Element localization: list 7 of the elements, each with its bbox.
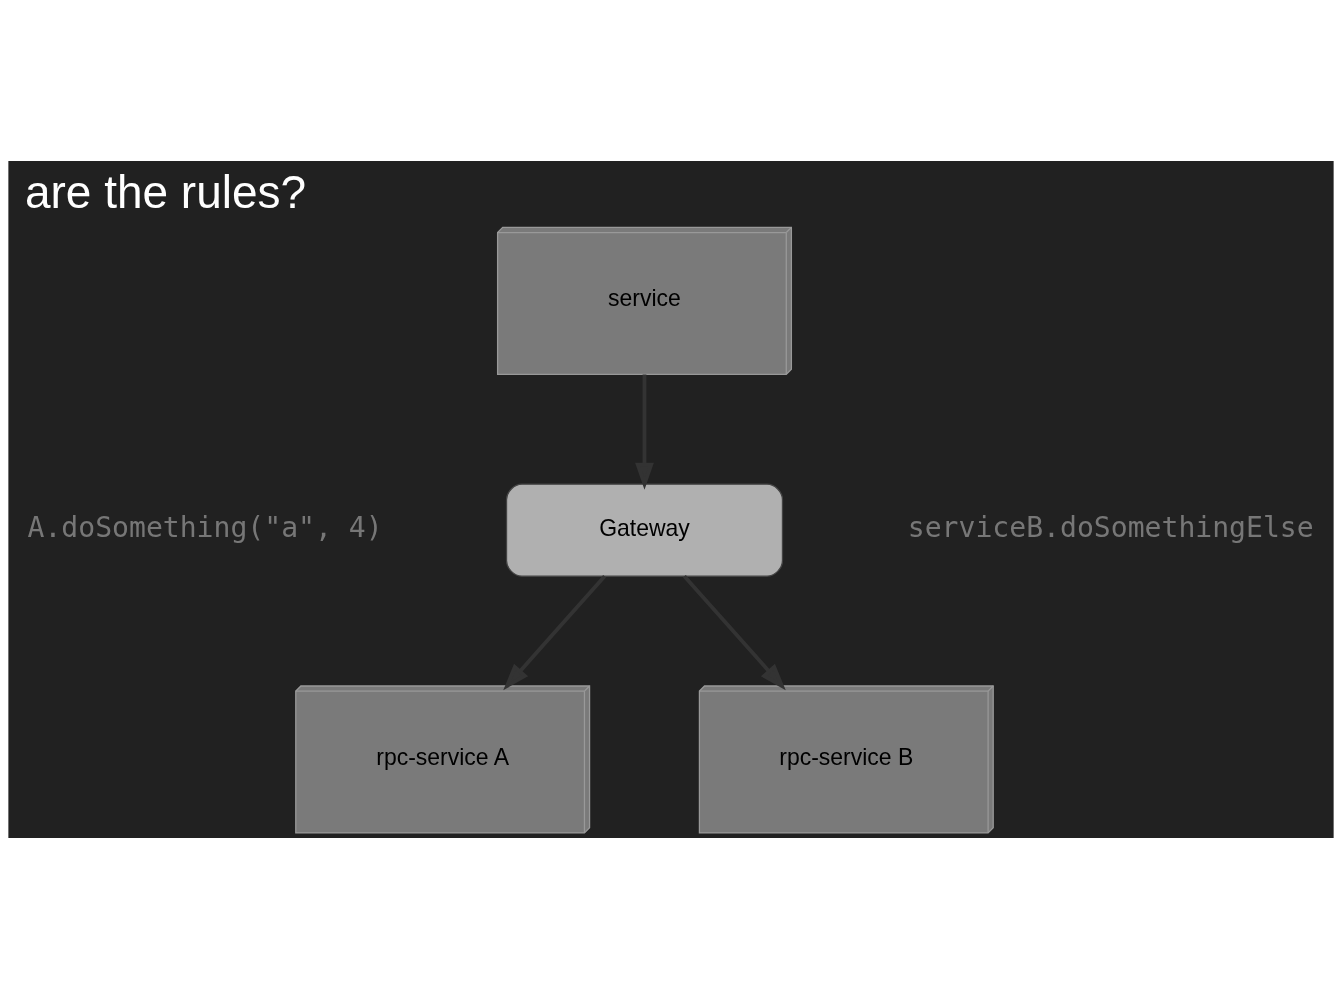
label: A.doSomething("a", 4) (27, 510, 383, 544)
diagram-title: are the rules? (24, 165, 307, 218)
label: serviceB.doSomethingElse (907, 510, 1314, 544)
arrow (635, 374, 654, 490)
arrow (682, 574, 786, 690)
node-box: Gateway (505, 483, 784, 577)
arrow (503, 574, 607, 690)
